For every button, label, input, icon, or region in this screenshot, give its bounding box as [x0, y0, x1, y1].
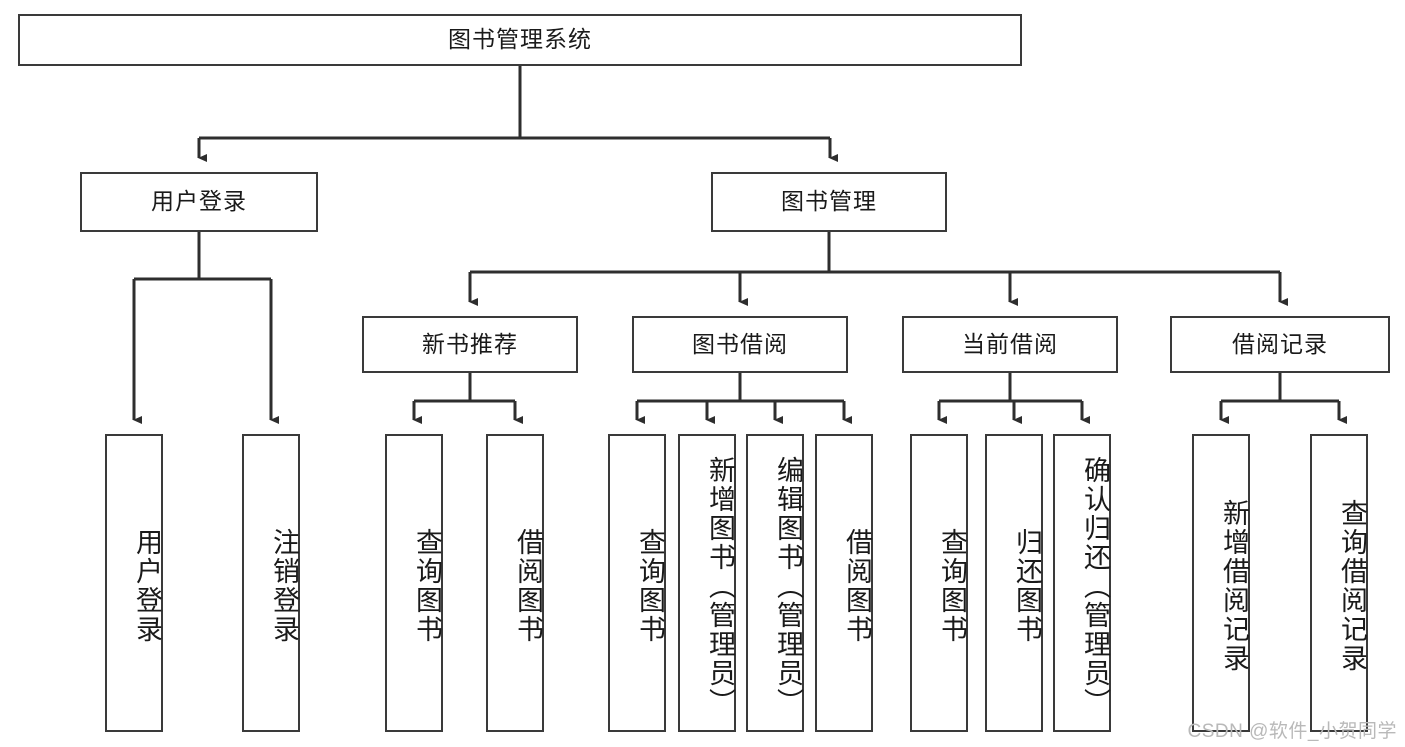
node-label: 当前借阅 [962, 330, 1058, 357]
node-leaf-query-book-3[interactable]: 查询图书 [910, 434, 968, 732]
node-label: 查询借阅记录 [1337, 499, 1367, 673]
node-book-borrow[interactable]: 图书借阅 [632, 316, 848, 373]
node-label: 编辑图书（管理员） [773, 455, 803, 717]
node-label: 查询图书 [412, 528, 442, 644]
node-label: 图书管理系统 [448, 26, 592, 53]
node-label: 新书推荐 [422, 330, 518, 357]
node-leaf-query-record[interactable]: 查询借阅记录 [1310, 434, 1368, 732]
node-label: 新增图书（管理员） [705, 455, 735, 717]
node-leaf-query-book-1[interactable]: 查询图书 [385, 434, 443, 732]
watermark: CSDN @软件_小贺同学 [1187, 721, 1397, 742]
node-leaf-add-book[interactable]: 新增图书（管理员） [678, 434, 736, 732]
node-new-book-recommend[interactable]: 新书推荐 [362, 316, 578, 373]
node-borrow-records[interactable]: 借阅记录 [1170, 316, 1390, 373]
node-leaf-borrow-book-1[interactable]: 借阅图书 [486, 434, 544, 732]
node-leaf-edit-book[interactable]: 编辑图书（管理员） [746, 434, 804, 732]
node-user-login[interactable]: 用户登录 [80, 172, 318, 232]
node-label: 借阅图书 [842, 528, 872, 644]
node-book-management[interactable]: 图书管理 [711, 172, 947, 232]
node-leaf-return-book[interactable]: 归还图书 [985, 434, 1043, 732]
node-current-borrow[interactable]: 当前借阅 [902, 316, 1118, 373]
node-root-system[interactable]: 图书管理系统 [18, 14, 1022, 66]
node-label: 用户登录 [132, 528, 162, 644]
node-label: 新增借阅记录 [1219, 499, 1249, 673]
node-label: 注销登录 [269, 528, 299, 644]
node-label: 用户登录 [151, 188, 247, 215]
node-label: 确认归还（管理员） [1080, 455, 1110, 717]
node-label: 图书借阅 [692, 330, 788, 357]
node-label: 图书管理 [781, 188, 877, 215]
node-label: 借阅记录 [1232, 330, 1328, 357]
node-leaf-add-record[interactable]: 新增借阅记录 [1192, 434, 1250, 732]
node-leaf-query-book-2[interactable]: 查询图书 [608, 434, 666, 732]
node-label: 查询图书 [937, 528, 967, 644]
node-label: 归还图书 [1012, 528, 1042, 644]
node-leaf-borrow-book-2[interactable]: 借阅图书 [815, 434, 873, 732]
node-leaf-user-login[interactable]: 用户登录 [105, 434, 163, 732]
node-leaf-logout[interactable]: 注销登录 [242, 434, 300, 732]
node-leaf-confirm-return[interactable]: 确认归还（管理员） [1053, 434, 1111, 732]
node-label: 借阅图书 [513, 528, 543, 644]
node-label: 查询图书 [635, 528, 665, 644]
